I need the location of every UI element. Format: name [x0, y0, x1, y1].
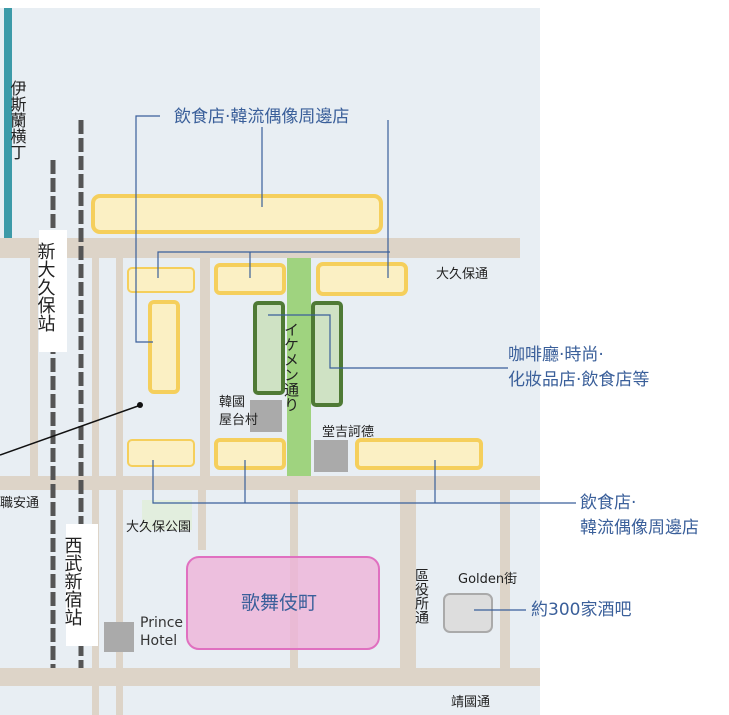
seibu-shinjuku-station-label: 西武新宿站 [62, 536, 83, 626]
shop-block-c [316, 262, 408, 296]
shin-okubo-label-box [39, 230, 67, 352]
road-v-8 [198, 490, 206, 550]
kuyakusho-dori-text: 區役所通 [413, 568, 429, 625]
callout-bottom-text-2: 韓流偶像周邊店 [580, 518, 699, 538]
shokuan-pointer-line [0, 405, 139, 456]
shin-okubo-station-text: 新大久保站 [35, 242, 56, 332]
green-block-left [253, 301, 285, 395]
shop-block-e [127, 439, 195, 467]
callout-top-branch [157, 251, 390, 278]
road-v-3 [116, 246, 123, 715]
shop-block-f [214, 438, 286, 470]
prince-hotel-label-2: Hotel [140, 633, 177, 649]
callout-lines [135, 115, 576, 611]
okubo-dori-road [0, 238, 520, 258]
golden-gai-block [443, 593, 493, 633]
korean-yatai-village-label-2: 屋台村 [219, 413, 258, 428]
shokuan-dori-label: 職安通 [0, 496, 39, 511]
shop-block-d [148, 300, 180, 394]
callout-top-text: 飲食店‧韓流偶像周邊店 [174, 107, 349, 127]
yasukuni-dori-road [0, 668, 540, 686]
seibu-shinjuku-label-box [66, 524, 98, 646]
green-block-right [311, 301, 343, 407]
road-v-1 [30, 258, 38, 476]
shokuan-pointer-dot [137, 402, 143, 408]
prince-hotel-building [104, 622, 134, 652]
ikemen-dori-text: イケメン通り [282, 322, 300, 412]
shin-okubo-station-label: 新大久保站 [35, 242, 56, 332]
road-v-2 [92, 246, 99, 715]
okubo-park-label: 大久保公園 [126, 520, 191, 535]
kabukicho-area [186, 556, 380, 650]
islam-alley-text: 伊斯蘭横丁 [8, 80, 27, 160]
donki-label: 堂吉訶德 [322, 425, 374, 440]
callout-middle [268, 314, 508, 369]
prince-hotel-label-1: Prince [140, 615, 183, 631]
shop-block-g [355, 438, 483, 470]
shop-blocks [91, 194, 483, 470]
korean-yatai-village-label-1: 韓國 [219, 395, 245, 410]
okubo-dori-label: 大久保通 [436, 267, 488, 282]
seibu-shinjuku-station-text: 西武新宿站 [62, 536, 83, 626]
shokuan-dori-road [0, 476, 540, 490]
golden-gai-label: Golden街 [458, 572, 517, 587]
okubo-park [142, 500, 192, 530]
green-shop-blocks [253, 301, 343, 407]
islam-alley-line [4, 8, 12, 238]
shop-block-a [127, 267, 195, 293]
shop-block-north [91, 194, 383, 234]
yasukuni-dori-label: 靖國通 [451, 695, 490, 710]
callout-middle-text-2: 化妝品店‧飲食店等 [508, 370, 649, 390]
korean-yatai-village-building [250, 400, 282, 432]
road-v-7 [500, 490, 510, 668]
islam-alley-label: 伊斯蘭横丁 [8, 80, 27, 160]
callout-top-left [135, 115, 160, 343]
ikemen-dori-road [287, 258, 311, 476]
kabukicho-label: 歌舞伎町 [241, 592, 317, 614]
buildings [104, 400, 348, 652]
kuyakusho-dori-label: 區役所通 [413, 568, 429, 625]
road-v-6 [400, 490, 416, 668]
callout-middle-text-1: 咖啡廳‧時尚‧ [508, 345, 604, 365]
callout-bottom-text-1: 飲食店‧ [580, 493, 636, 513]
road-v-4 [200, 258, 210, 476]
golden-gai-note-text: 約300家酒吧 [531, 600, 631, 620]
road-network [0, 238, 540, 715]
donki-building [314, 440, 348, 472]
ikemen-dori-label: イケメン通り [282, 322, 300, 412]
